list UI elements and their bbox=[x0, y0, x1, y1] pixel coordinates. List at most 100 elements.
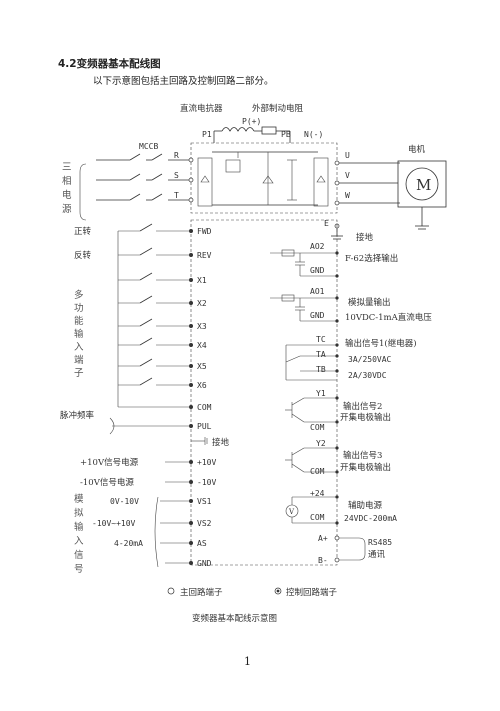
dc-reactor-coil-icon bbox=[221, 127, 255, 132]
terminal-a-plus: A+ bbox=[318, 534, 328, 543]
rev-label: 反转 bbox=[74, 250, 92, 261]
terminal-x4: X4 bbox=[197, 341, 207, 350]
terminal-com: COM bbox=[197, 403, 212, 412]
igbt-inverter-icon bbox=[313, 157, 329, 207]
ao1-range: 10VDC-1mA直流电压 bbox=[345, 312, 432, 323]
multi-input-label-2: 功 bbox=[74, 303, 84, 314]
precharge-relay-icon bbox=[225, 159, 241, 173]
terminal-pul: PUL bbox=[197, 422, 212, 431]
terminal-ao2: AO2 bbox=[310, 242, 325, 251]
brake-resistor-icon bbox=[261, 126, 277, 135]
legend-main-label: 主回路端子 bbox=[180, 587, 223, 598]
digital-input-switches bbox=[109, 223, 191, 435]
terminal-as: AS bbox=[197, 539, 207, 548]
main-circuit-block bbox=[190, 142, 338, 214]
three-phase-label-3: 电 bbox=[62, 189, 72, 201]
dc-reactor-label: 直流电抗器 bbox=[180, 103, 223, 114]
y2-subtitle: 开集电极输出 bbox=[340, 462, 391, 473]
motor-icon bbox=[405, 167, 439, 201]
relay-dc-rating: 2A/30VDC bbox=[348, 371, 387, 380]
range-0-10v-label: 0V-10V bbox=[110, 497, 139, 506]
terminal-x3: X3 bbox=[197, 322, 207, 331]
terminal-r-label: R bbox=[174, 151, 179, 160]
y2-transistor-icon bbox=[285, 447, 337, 473]
terminal-x6: X6 bbox=[197, 381, 207, 390]
terminal-u-label: U bbox=[345, 151, 350, 160]
terminal-x2: X2 bbox=[197, 299, 207, 308]
aux-supply-circuit bbox=[285, 496, 337, 524]
y2-title: 输出信号3 bbox=[343, 450, 382, 461]
rs485-subtitle: 通讯 bbox=[368, 549, 386, 560]
multi-input-label-1: 多 bbox=[74, 289, 84, 301]
y1-transistor-icon bbox=[285, 397, 337, 423]
terminal-gnd: GND bbox=[197, 559, 212, 568]
pulse-frequency-label: 脉冲频率 bbox=[60, 410, 95, 421]
terminal-s-label: S bbox=[174, 171, 179, 180]
analog-input-label-6: 号 bbox=[74, 564, 84, 575]
plus10v-supply-label: +10V信号电源 bbox=[80, 457, 139, 468]
multi-input-label-6: 端 bbox=[74, 354, 84, 366]
relay-ac-rating: 3A/250VAC bbox=[348, 355, 392, 364]
bus-n-label: N(-) bbox=[304, 130, 323, 139]
terminal-ta: TA bbox=[316, 350, 326, 359]
three-phase-label-4: 源 bbox=[62, 204, 72, 215]
fwd-label: 正转 bbox=[74, 226, 92, 237]
terminal-y2: Y2 bbox=[316, 439, 326, 448]
ao2-description: F-62选择输出 bbox=[345, 253, 398, 264]
relay-title: 输出信号1(继电器) bbox=[345, 338, 417, 349]
relay-output-circuit bbox=[285, 344, 337, 381]
terminal-com-1: COM bbox=[310, 423, 325, 432]
terminal-plus24: +24 bbox=[310, 489, 325, 498]
earth-ground-label: 接地 bbox=[356, 232, 374, 243]
multi-input-label-7: 子 bbox=[74, 368, 84, 379]
aux-rating: 24VDC-200mA bbox=[344, 514, 397, 523]
control-ground-label: 接地 bbox=[212, 437, 230, 448]
range-pm10v-label: -10V~+10V bbox=[92, 519, 136, 528]
terminal-ao1: AO1 bbox=[310, 287, 325, 296]
terminal-t-label: T bbox=[174, 191, 179, 200]
terminal-e-label: E bbox=[324, 219, 329, 228]
terminal-fwd: FWD bbox=[197, 227, 212, 236]
terminal-vs1: VS1 bbox=[197, 497, 212, 506]
terminal-vs2: VS2 bbox=[197, 519, 212, 528]
multi-input-label-4: 输 bbox=[74, 328, 84, 340]
bus-pb-label: PB bbox=[281, 130, 291, 139]
bus-p-plus-label: P(+) bbox=[242, 117, 261, 126]
section-intro: 以下示意图包括主回路及控制回路二部分。 bbox=[93, 76, 274, 87]
aux-title: 辅助电源 bbox=[348, 500, 383, 511]
multi-input-label-5: 入 bbox=[74, 342, 84, 353]
diagram-caption: 变频器基本配线示意图 bbox=[192, 613, 277, 624]
terminal-x1: X1 bbox=[197, 276, 207, 285]
terminal-plus10v: +10V bbox=[197, 458, 216, 467]
analog-output-circuits bbox=[270, 249, 337, 322]
y1-title: 输出信号2 bbox=[343, 401, 382, 412]
left-terminal-strip: FWD REV X1 X2 X3 X4 X5 X6 COM PUL +10V -… bbox=[197, 227, 216, 568]
terminal-com-3: COM bbox=[310, 513, 325, 522]
voltmeter-symbol: V bbox=[288, 508, 295, 516]
terminal-x5: X5 bbox=[197, 362, 207, 371]
three-phase-label-2: 相 bbox=[62, 175, 72, 187]
motor-title: 电机 bbox=[408, 144, 426, 155]
control-circuit-block bbox=[190, 219, 338, 566]
terminal-com-2: COM bbox=[310, 467, 325, 476]
analog-input-label-3: 输 bbox=[74, 521, 84, 533]
page-number: 1 bbox=[244, 655, 251, 668]
range-4-20ma-label: 4-20mA bbox=[114, 539, 143, 548]
rs485-label: RS485 bbox=[368, 538, 392, 547]
motor-symbol: M bbox=[416, 176, 431, 194]
brake-resistor-label: 外部制动电阻 bbox=[252, 103, 304, 114]
breaker-label: MCCB bbox=[139, 142, 158, 151]
analog-input-label-4: 入 bbox=[74, 536, 84, 547]
terminal-gnd-1: GND bbox=[310, 266, 325, 275]
analog-input-label-5: 信 bbox=[74, 549, 84, 561]
section-heading: 4.2变频器基本配线图 bbox=[58, 58, 161, 70]
ao1-title: 模拟量输出 bbox=[348, 297, 391, 308]
bus-p1-label: P1 bbox=[202, 130, 212, 139]
brake-transistor-icon bbox=[262, 175, 274, 184]
three-phase-label-1: 三 bbox=[62, 162, 72, 173]
main-terminal-legend-icon bbox=[167, 587, 175, 595]
terminal-tc: TC bbox=[316, 335, 326, 344]
y1-subtitle: 开集电极输出 bbox=[340, 412, 391, 423]
terminal-rev: REV bbox=[197, 251, 212, 260]
